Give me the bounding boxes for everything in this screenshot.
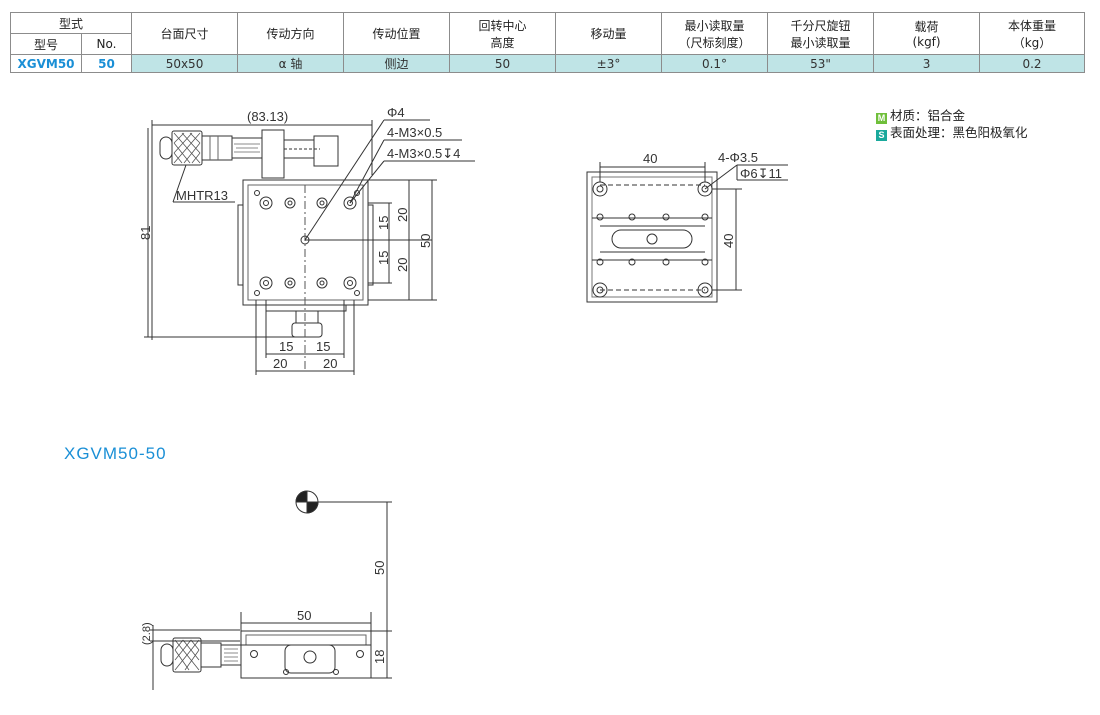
spec-table: 型式 台面尺寸 传动方向 传动位置 回转中心高度 移动量 最小读取量（尺标刻度）… [9,12,1086,73]
dim-side-50v: 50 [372,561,387,575]
label-base-cbore: Φ6↧11 [740,166,782,181]
dim-bottom-20a: 20 [273,356,287,371]
bottom-knob-icon [295,310,319,324]
cell-model: XGVM50 [10,54,82,73]
table-row: XGVM50 50 50x50 α 轴 侧边 50 ±3° 0.1° 53" 3… [10,54,1086,73]
dim-right-15b: 15 [376,251,391,265]
dim-side-28: (2.8) [141,622,153,645]
dim-right-50: 50 [418,234,433,248]
stage-holes [254,190,360,296]
col-min-reading-scale: 最小读取量（尺标刻度） [661,12,769,55]
dim-81: 81 [138,226,153,240]
col-travel: 移动量 [555,12,663,55]
micrometer-icon [159,129,339,179]
center-slot [611,229,693,249]
col-drive-position: 传动位置 [343,12,451,55]
base-plate [586,171,718,303]
cell-min-reading-scale: 0.1° [661,54,769,73]
dim-right-20a: 20 [395,208,410,222]
section-title: XGVM50-50 [64,444,167,463]
dim-side-18: 18 [372,650,387,664]
label-hole-spec1: 4-M3×0.5 [387,125,442,140]
cell-micrometer-min-reading: 53" [767,54,875,73]
dim-base-40h: 40 [643,151,657,166]
dim-base-40v: 40 [721,234,736,248]
side-micrometer-icon [160,637,242,673]
side-stage [240,630,372,679]
label-base-hole: 4-Φ3.5 [718,150,758,165]
dim-bottom-15a: 15 [279,339,293,354]
col-micrometer-min-reading: 千分尺旋钮最小读取量 [767,12,875,55]
dim-right-20b: 20 [395,258,410,272]
cell-load: 3 [873,54,981,73]
material-badge-icon: M [876,113,887,124]
dim-bottom-15b: 15 [316,339,330,354]
label-phi4: Φ4 [387,105,405,120]
label-hole-spec2: 4-M3×0.5↧4 [387,146,460,161]
label-micrometer: MHTR13 [176,188,228,203]
dim-bottom-20b: 20 [323,356,337,371]
cell-drive-position: 侧边 [343,54,451,73]
header-model-group: 型式 [9,12,133,34]
cell-no: 50 [80,54,133,73]
dim-overall: (83.13) [247,109,288,124]
dim-side-50h: 50 [297,608,311,623]
col-load: 载荷(kgf) [873,12,981,55]
cell-body-weight: 0.2 [979,54,1086,73]
top-view [144,119,475,375]
surface-badge-icon: S [876,130,887,141]
side-view [150,490,392,690]
dim-right-15a: 15 [376,216,391,230]
bottom-view [586,162,788,303]
col-rotation-center-height: 回转中心高度 [449,12,557,55]
col-drive-direction: 传动方向 [237,12,345,55]
col-body-weight: 本体重量（kg） [979,12,1086,55]
cell-drive-direction: α 轴 [237,54,345,73]
